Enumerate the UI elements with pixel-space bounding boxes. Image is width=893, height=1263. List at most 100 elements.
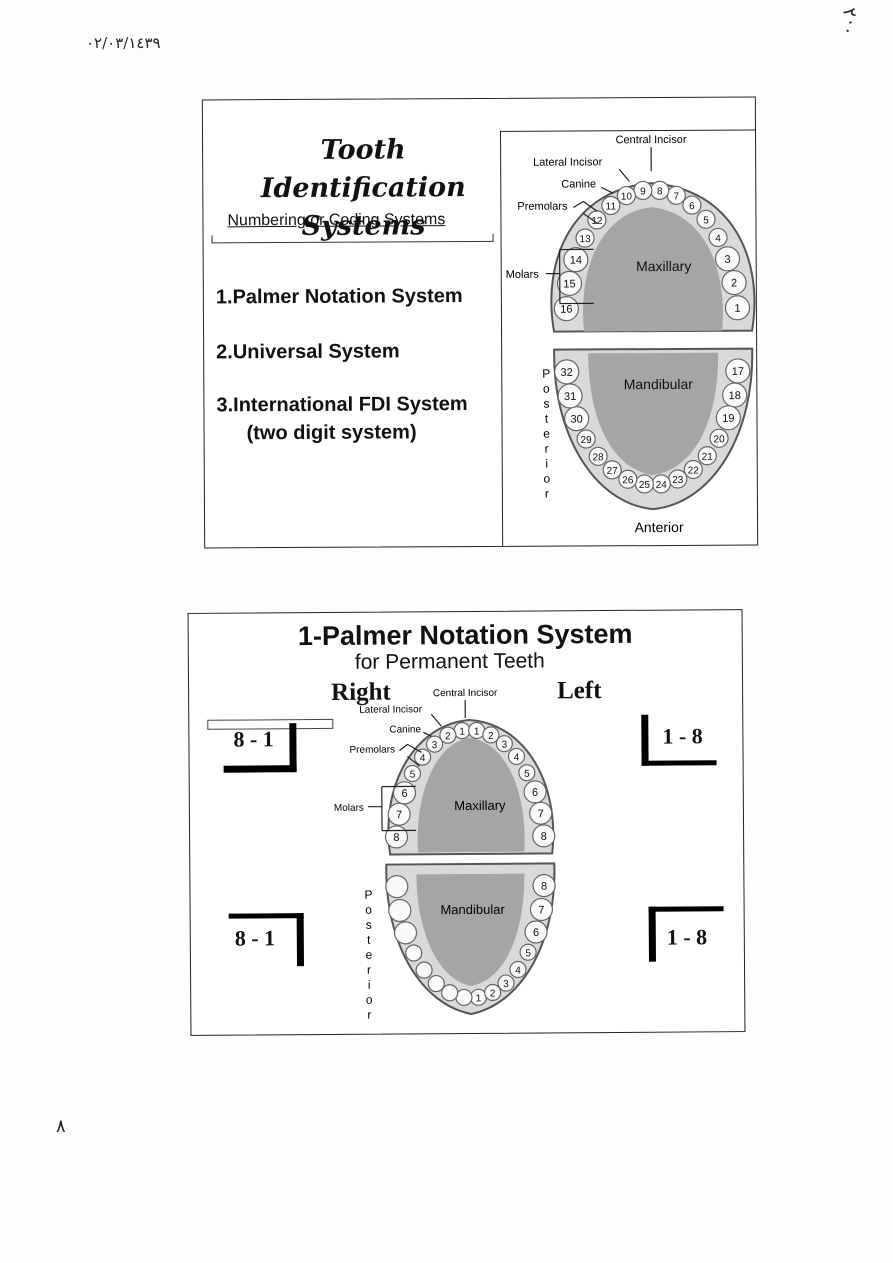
tooth-number: 17 [732,366,744,378]
tooth-number: 25 [639,480,651,491]
tooth-number: 30 [571,414,583,426]
tooth-number: 1 [476,993,482,1004]
mandibular-label: Mandibular [440,902,505,917]
tooth [554,359,580,385]
tooth [415,961,433,979]
tooth-number: 7 [538,808,544,820]
tooth-number: 4 [515,965,521,976]
tooth-number: 28 [593,452,605,463]
tooth-number: 5 [410,769,416,780]
tooth [708,227,728,248]
tooth-number: 2 [445,731,451,742]
svg-text:r: r [545,442,549,456]
mandibular-label: Mandibular [624,376,694,392]
maxillary-label: Maxillary [454,798,506,813]
molars-label: Molars [334,803,364,814]
tooth [455,988,473,1007]
tooth [392,781,417,805]
tooth-number: 2 [488,731,494,742]
svg-text:t: t [545,412,549,426]
tooth-number: 10 [621,192,633,203]
lateral-incisor-label: Lateral Incisor [533,156,602,168]
tooth [588,446,608,466]
slide2-subtitle: for Permanent Teeth [354,649,545,674]
tooth-number: 2 [490,988,496,999]
tooth [388,898,412,923]
svg-text:P: P [542,367,550,381]
tooth-number: 5 [703,215,709,226]
tooth [532,824,556,848]
svg-text:s: s [366,918,372,932]
list-item: (two digit system) [246,421,417,445]
tooth [495,735,513,753]
tooth-number: 22 [688,465,700,476]
premolars-label: Premolars [349,744,395,755]
tooth [575,228,595,248]
tooth [556,270,583,297]
tooth-number: 8 [541,881,547,893]
tooth [715,405,741,431]
tooth-number: 4 [514,752,520,763]
tooth [529,801,553,825]
tooth-number: 24 [656,480,668,491]
list-item: 1.Palmer Notation System [215,285,463,309]
tooth-number: 12 [591,216,603,227]
tooth-number: 7 [396,809,402,821]
tooth [721,269,747,296]
quadrant-lower-right: 8 - 1 [234,925,276,951]
page-number: ٨ [56,1116,66,1137]
tooth-number: 5 [524,769,530,780]
anterior-label: Anterior [635,519,684,535]
tooth [393,921,418,945]
tooth-number: 8 [541,831,547,843]
svg-text:s: s [543,397,549,411]
svg-text:r: r [367,963,371,977]
maxillary-label: Maxillary [636,258,691,274]
tooth [523,780,547,804]
tooth [484,983,502,1002]
tooth-number: 32 [561,367,573,379]
tooth-number: 6 [689,201,695,212]
reference-number: ٠٢/٠٣/١٤٣٩ [86,34,161,52]
tooth [602,460,622,480]
tooth [563,246,589,273]
tooth [724,295,751,321]
list-item: 2.Universal System [216,340,400,364]
svg-text:i: i [368,978,371,992]
slide2-title: 1-Palmer Notation System [297,618,633,652]
tooth [507,747,526,766]
tooth [682,195,702,215]
tooth [518,764,536,782]
tooth [616,185,636,206]
central-incisor-label: Central Incisor [433,688,498,699]
tooth [497,974,515,992]
corner-mark: ٢٠. [838,6,864,35]
tooth [403,764,422,783]
tooth-number: 23 [672,475,684,486]
tooth-number: 8 [657,186,663,197]
slide1-subtitle: Numbering or Coding Systems [227,211,446,230]
slide1-title-line1: Tooth Identification [260,134,466,205]
tooth [576,429,596,449]
subtitle-bar [211,233,494,244]
tooth [413,748,432,766]
lateral-incisor-label: Lateral Incisor [359,704,423,715]
tooth-number: 4 [715,233,721,244]
tooth-number: 6 [532,787,538,799]
tooth-number: 16 [560,304,572,316]
tooth [714,246,741,272]
tooth-number: 3 [724,254,730,266]
svg-text:o: o [365,903,372,917]
tooth [696,209,716,229]
tooth-number: 13 [579,234,591,245]
tooth [519,943,537,961]
tooth-number: 11 [606,201,617,212]
tooth-number: 7 [538,904,544,916]
tooth-number: 20 [714,434,726,445]
svg-text:P: P [364,888,372,902]
tooth [387,802,411,826]
tooth-number: 6 [533,927,539,939]
premolars-label: Premolars [517,201,568,213]
